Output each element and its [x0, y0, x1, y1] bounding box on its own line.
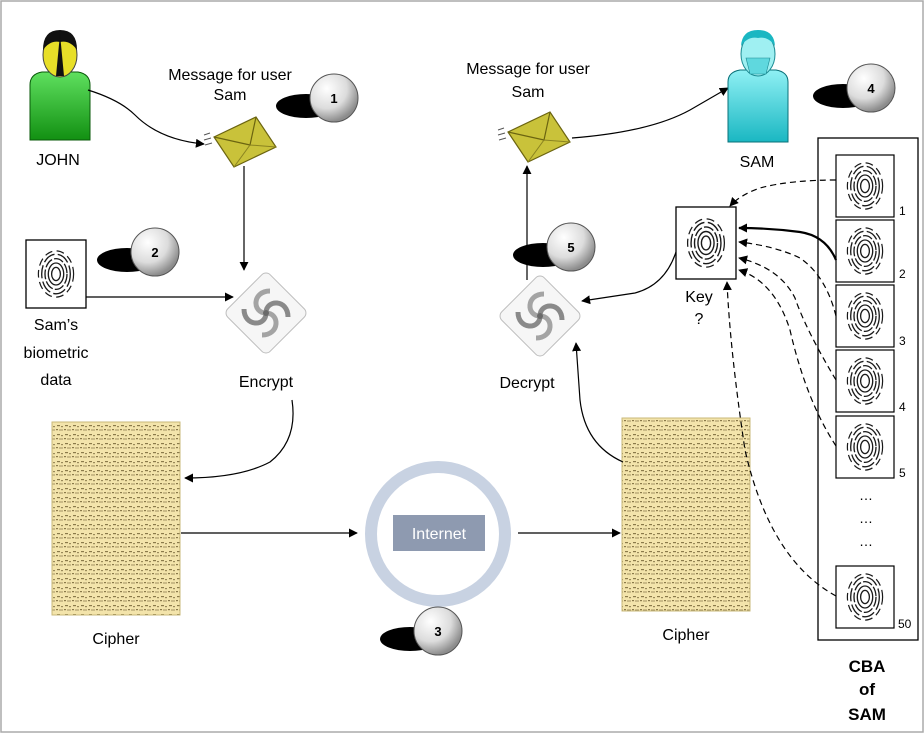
cba-title-line2: of [859, 680, 875, 699]
biometric-line1: Sam’s [34, 317, 78, 334]
arrow-cba3-to-key [738, 238, 837, 317]
envelope-icon [203, 116, 277, 168]
fingerprint-icon [843, 288, 887, 344]
step-ball-icon: 4 [812, 63, 896, 113]
fingerprint-icon [843, 223, 887, 279]
message-left-line1: Message for user [168, 67, 292, 84]
step-ball-icon: 2 [96, 227, 180, 277]
arrow-cba1-to-key [729, 179, 837, 207]
sam-icon [727, 30, 789, 143]
cba-index-50: 50 [898, 617, 912, 631]
sam-label: SAM [740, 154, 775, 171]
cba-ellipsis-1: … [859, 487, 873, 503]
arrow-cba5-to-key [738, 268, 837, 447]
step-ball-icon: 1 [275, 73, 359, 123]
cipher-left-paper-icon [51, 421, 181, 616]
cba-card-3 [835, 284, 895, 348]
key-fingerprint-icon [683, 214, 729, 272]
cba-title-line3: SAM [848, 705, 886, 724]
cipher-left-label: Cipher [92, 631, 140, 648]
cba-index-2: 2 [899, 267, 906, 281]
cba-ellipsis-2: … [859, 510, 873, 526]
cba-index-5: 5 [899, 466, 906, 480]
encrypt-swirl-icon [224, 271, 309, 356]
cba-index-1: 1 [899, 204, 906, 218]
arrow-message-to-sam [571, 87, 729, 139]
arrow-cipher-to-decrypt [572, 342, 624, 463]
fingerprint-icon [843, 353, 887, 409]
fingerprint-icon [843, 569, 887, 625]
cba-index-4: 4 [899, 400, 906, 414]
biometric-line2: biometric [24, 345, 89, 362]
arrow-key-to-decrypt [581, 251, 677, 305]
cba-card-5 [835, 415, 895, 479]
message-right-line1: Message for user [466, 61, 590, 78]
decrypt-swirl-icon [498, 274, 583, 359]
step-5-label: 5 [567, 240, 574, 255]
encrypt-label: Encrypt [239, 374, 294, 391]
key-label-line2: ? [695, 311, 704, 328]
envelope-icon [497, 111, 571, 163]
cba-card-50 [835, 565, 895, 629]
arrow-encrypt-to-cipher [184, 399, 294, 483]
arrow-cba4-to-key [738, 255, 837, 381]
internet-box [393, 515, 485, 551]
arrow-cba2-to-key [738, 223, 838, 261]
cba-index-3: 3 [899, 334, 906, 348]
step-1-label: 1 [330, 91, 337, 106]
cipher-right-paper-icon [621, 417, 751, 612]
step-ball-icon: 3 [379, 606, 463, 656]
message-right-line2: Sam [512, 84, 545, 101]
fingerprint-icon [843, 158, 887, 214]
cba-title-line1: CBA [849, 657, 886, 676]
arrow-cba50-to-key [722, 281, 837, 597]
cipher-right-label: Cipher [662, 627, 710, 644]
decrypt-label: Decrypt [499, 375, 555, 392]
step-2-label: 2 [151, 245, 158, 260]
arrow-john-to-message [87, 89, 205, 148]
cba-card-2 [835, 219, 895, 283]
step-ball-icon: 5 [512, 222, 596, 272]
cba-card-1 [835, 154, 895, 218]
message-left-line2: Sam [214, 87, 247, 104]
step-3-label: 3 [434, 624, 441, 639]
biometric-line3: data [40, 372, 71, 389]
john-label: JOHN [36, 152, 80, 169]
fingerprint-icon [34, 246, 78, 302]
fingerprint-icon [843, 419, 887, 475]
john-icon [29, 30, 91, 141]
cba-ellipsis-3: … [859, 533, 873, 549]
key-label-line1: Key [685, 289, 713, 306]
step-4-label: 4 [867, 81, 875, 96]
cba-card-4 [835, 349, 895, 413]
internet-ring [365, 461, 511, 607]
internet-label: Internet [412, 526, 467, 543]
